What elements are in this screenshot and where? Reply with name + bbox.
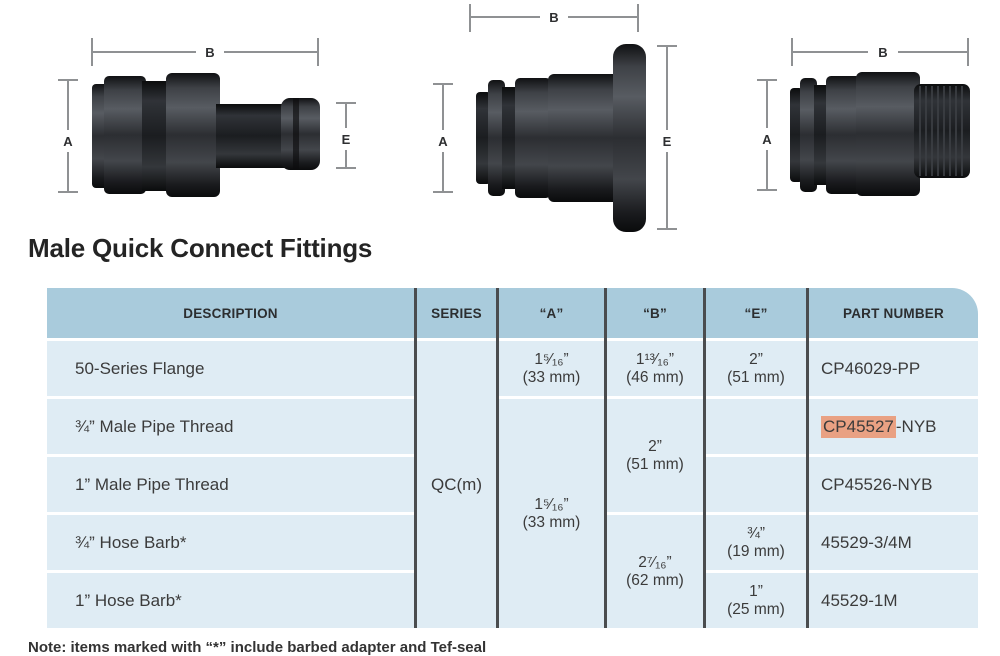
header-a: “A” (499, 288, 604, 338)
fittings-table: DESCRIPTION 50-Series Flange ¾” Male Pip… (47, 288, 978, 628)
series-cell: QC(m) (417, 341, 496, 628)
dim-label-b: B (205, 45, 214, 60)
b-cell-row1: 1¹³⁄₁₆” (46 mm) (607, 341, 703, 396)
a-cell-row1: 1⁵⁄₁₆” (33 mm) (499, 341, 604, 396)
part-cell-row3: CP45526-NYB (809, 457, 978, 512)
part-cell-row4: 45529-3/4M (809, 515, 978, 570)
fittings-diagram: B A E B A E (58, 4, 970, 232)
part-cell-row1: CP46029-PP (809, 341, 978, 396)
column-e: “E” 2” (51 mm) ¾” (19 mm) 1” (25 mm) (706, 288, 809, 628)
dim-label-b: B (878, 45, 887, 60)
dim-label-e: E (342, 132, 351, 147)
dimension-lines-1: B A E (58, 38, 356, 193)
header-part-number: PART NUMBER (809, 288, 978, 338)
e-cell-row4: ¾” (19 mm) (706, 515, 806, 570)
column-b: “B” 1¹³⁄₁₆” (46 mm) 2” (51 mm) 2⁷⁄₁₆” (6… (607, 288, 706, 628)
a-cell-rows2to5: 1⁵⁄₁₆” (33 mm) (499, 399, 604, 628)
dim-label-a: A (762, 132, 772, 147)
fitting-flange: B A E (433, 4, 677, 232)
b-cell-rows4to5: 2⁷⁄₁₆” (62 mm) (607, 515, 703, 628)
fitting-male-pipe-thread: B A (757, 38, 970, 196)
dim-label-b: B (549, 10, 558, 25)
part-cell-row2: CP45527-NYB (809, 399, 978, 454)
highlighted-part-number: CP45527 (821, 415, 896, 438)
table-row-description: ¾” Hose Barb* (47, 515, 414, 570)
e-cell-row2 (706, 399, 806, 454)
e-cell-row5: 1” (25 mm) (706, 573, 806, 628)
dim-label-e: E (663, 134, 672, 149)
column-part-number: PART NUMBER CP46029-PP CP45527-NYB CP455… (809, 288, 978, 628)
dimension-lines-2: B A E (433, 4, 677, 230)
header-series: SERIES (417, 288, 496, 338)
dim-label-a: A (63, 134, 73, 149)
table-row-description: 50-Series Flange (47, 341, 414, 396)
e-cell-row3 (706, 457, 806, 512)
table-row-description: 1” Hose Barb* (47, 573, 414, 628)
column-a: “A” 1⁵⁄₁₆” (33 mm) 1⁵⁄₁₆” (33 mm) (499, 288, 607, 628)
page-title: Male Quick Connect Fittings (28, 233, 373, 263)
e-cell-row1: 2” (51 mm) (706, 341, 806, 396)
part-cell-row5: 45529-1M (809, 573, 978, 628)
fitting-hose-barb: B A E (58, 38, 356, 197)
table-row-description: 1” Male Pipe Thread (47, 457, 414, 512)
dim-label-a: A (438, 134, 448, 149)
column-description: DESCRIPTION 50-Series Flange ¾” Male Pip… (47, 288, 417, 628)
part-number-suffix: -NYB (895, 416, 937, 436)
column-series: SERIES QC(m) (417, 288, 499, 628)
footnote: Note: items marked with “*” include barb… (28, 639, 487, 656)
dimension-lines-3: B A (757, 38, 969, 191)
header-b: “B” (607, 288, 703, 338)
thread-lines (919, 86, 963, 176)
header-e: “E” (706, 288, 806, 338)
table-row-description: ¾” Male Pipe Thread (47, 399, 414, 454)
header-description: DESCRIPTION (47, 288, 414, 338)
b-cell-rows2to3: 2” (51 mm) (607, 399, 703, 512)
